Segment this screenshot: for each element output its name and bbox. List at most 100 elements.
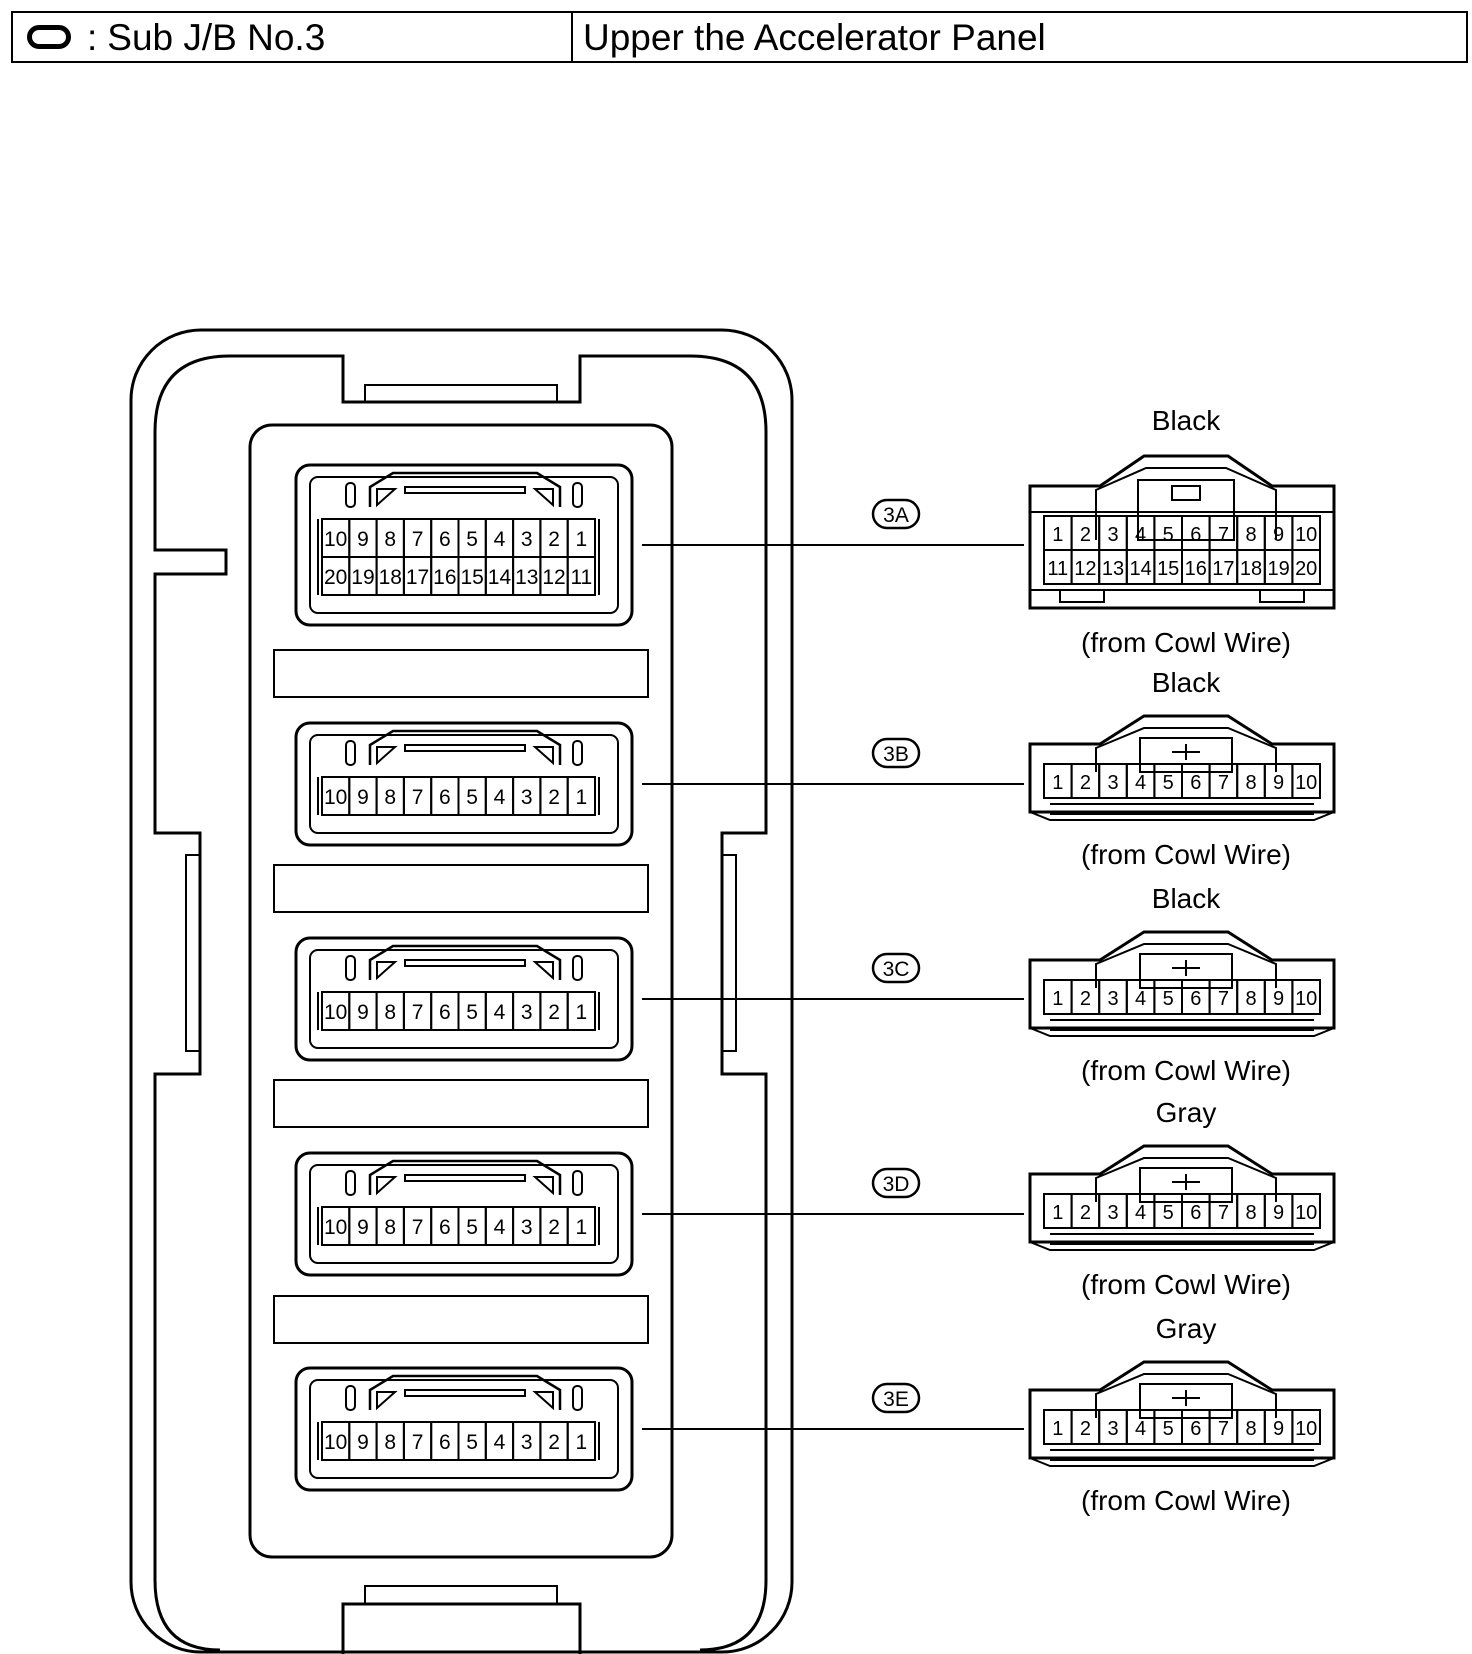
bottom-notch [341, 1602, 582, 1654]
jb-pin-number: 5 [466, 1216, 478, 1239]
block-location: Upper the Accelerator Panel [583, 16, 1046, 58]
receptacle-outer [294, 1366, 634, 1492]
pin-cell [1291, 1193, 1322, 1229]
latch-bar [404, 1389, 526, 1397]
key-left [376, 488, 398, 508]
pin-number: 8 [1245, 524, 1256, 546]
housing-inner-left [153, 354, 231, 1652]
key-left [376, 961, 398, 981]
junction-block-housing [129, 328, 794, 1654]
bottom-latch [364, 1585, 558, 1605]
wire-color-label: Black [1152, 405, 1221, 436]
location-cell: Upper the Accelerator Panel [573, 13, 1466, 61]
junction-block-oval-icon [27, 25, 71, 49]
label-plate-4 [273, 1295, 649, 1344]
jb-pin-number: 4 [494, 1001, 506, 1024]
pin-number: 4 [1135, 988, 1146, 1010]
pin-number: 18 [1240, 558, 1262, 580]
pin-number: 1 [1052, 524, 1063, 546]
key-right [532, 1391, 554, 1411]
base-lip [1029, 1027, 1335, 1037]
wire-color-label: Black [1152, 667, 1221, 698]
base-lip [1029, 1457, 1335, 1467]
guide-left [345, 482, 356, 508]
lock-window [1139, 737, 1233, 773]
key-right [532, 746, 554, 766]
jb-pin-number: 9 [357, 1431, 369, 1454]
jb-pin-number: 7 [412, 528, 424, 551]
pin-number: 8 [1245, 1202, 1256, 1224]
jb-pin-number: 18 [379, 566, 402, 589]
guide-right [572, 1170, 583, 1196]
jb-pin-cell [566, 776, 597, 816]
jb-pin-number: 2 [548, 1001, 560, 1024]
pin-number: 7 [1218, 524, 1229, 546]
pin-number: 19 [1267, 558, 1289, 580]
pin-number: 6 [1190, 524, 1201, 546]
housing-inner-right [230, 354, 768, 1652]
code-bubble-3b [871, 737, 921, 769]
jb-pin-number: 7 [412, 1216, 424, 1239]
block-name-cell: : Sub J/B No.3 [13, 13, 573, 61]
receptacle-outer [294, 936, 634, 1062]
label-plate-1 [273, 649, 649, 698]
lock-window [1139, 953, 1233, 989]
pin-number: 6 [1190, 988, 1201, 1010]
pin-number: 17 [1212, 558, 1234, 580]
pin-number: 2 [1080, 1202, 1091, 1224]
pin-number: 12 [1074, 558, 1096, 580]
pin-number: 10 [1295, 524, 1317, 546]
pin-number: 3 [1107, 988, 1118, 1010]
pin-number: 5 [1163, 988, 1174, 1010]
pin-number: 11 [1047, 558, 1068, 580]
jb-pin-cell [566, 1206, 597, 1246]
jb-pin-number: 9 [357, 1216, 369, 1239]
pin-number: 6 [1190, 1202, 1201, 1224]
guide-left [345, 1170, 356, 1196]
key-right [532, 961, 554, 981]
pin-number: 2 [1080, 772, 1091, 794]
jb-pin-number: 2 [548, 1431, 560, 1454]
pin-number: 1 [1052, 772, 1063, 794]
jb-pin-number: 9 [357, 1001, 369, 1024]
lock-hood [1095, 1157, 1277, 1202]
jb-pin-number: 8 [384, 786, 396, 809]
pin-number: 2 [1080, 524, 1091, 546]
jb-pin-number: 10 [324, 1216, 347, 1239]
pin-number: 7 [1218, 988, 1229, 1010]
pin-number: 4 [1135, 772, 1146, 794]
pin-number: 3 [1107, 1418, 1118, 1440]
jb-pin-number: 5 [466, 786, 478, 809]
guide-right [572, 740, 583, 766]
jb-pin-number: 1 [576, 528, 588, 551]
jb-pin-number: 3 [521, 786, 533, 809]
pin-number: 10 [1295, 1418, 1317, 1440]
pin-cell [1291, 979, 1322, 1015]
jb-pin-number: 4 [494, 1431, 506, 1454]
pin-number: 4 [1135, 524, 1146, 546]
jb-pin-number: 12 [542, 566, 565, 589]
pin-number: 6 [1190, 1418, 1201, 1440]
key-right [532, 1176, 554, 1196]
guide-right [572, 482, 583, 508]
top-latch [364, 384, 558, 403]
jb-pin-number: 3 [521, 1431, 533, 1454]
pin-cell [1291, 763, 1322, 799]
lock-hood [1095, 467, 1277, 540]
jb-pin-number: 10 [324, 786, 347, 809]
left-rail [185, 854, 201, 1052]
guide-left [345, 1385, 356, 1411]
title-block: : Sub J/B No.3 Upper the Accelerator Pan… [11, 11, 1468, 63]
receptacle-outer [294, 1151, 634, 1277]
key-left [376, 1391, 398, 1411]
jb-pin-number: 10 [324, 528, 347, 551]
pin-number: 10 [1295, 988, 1317, 1010]
